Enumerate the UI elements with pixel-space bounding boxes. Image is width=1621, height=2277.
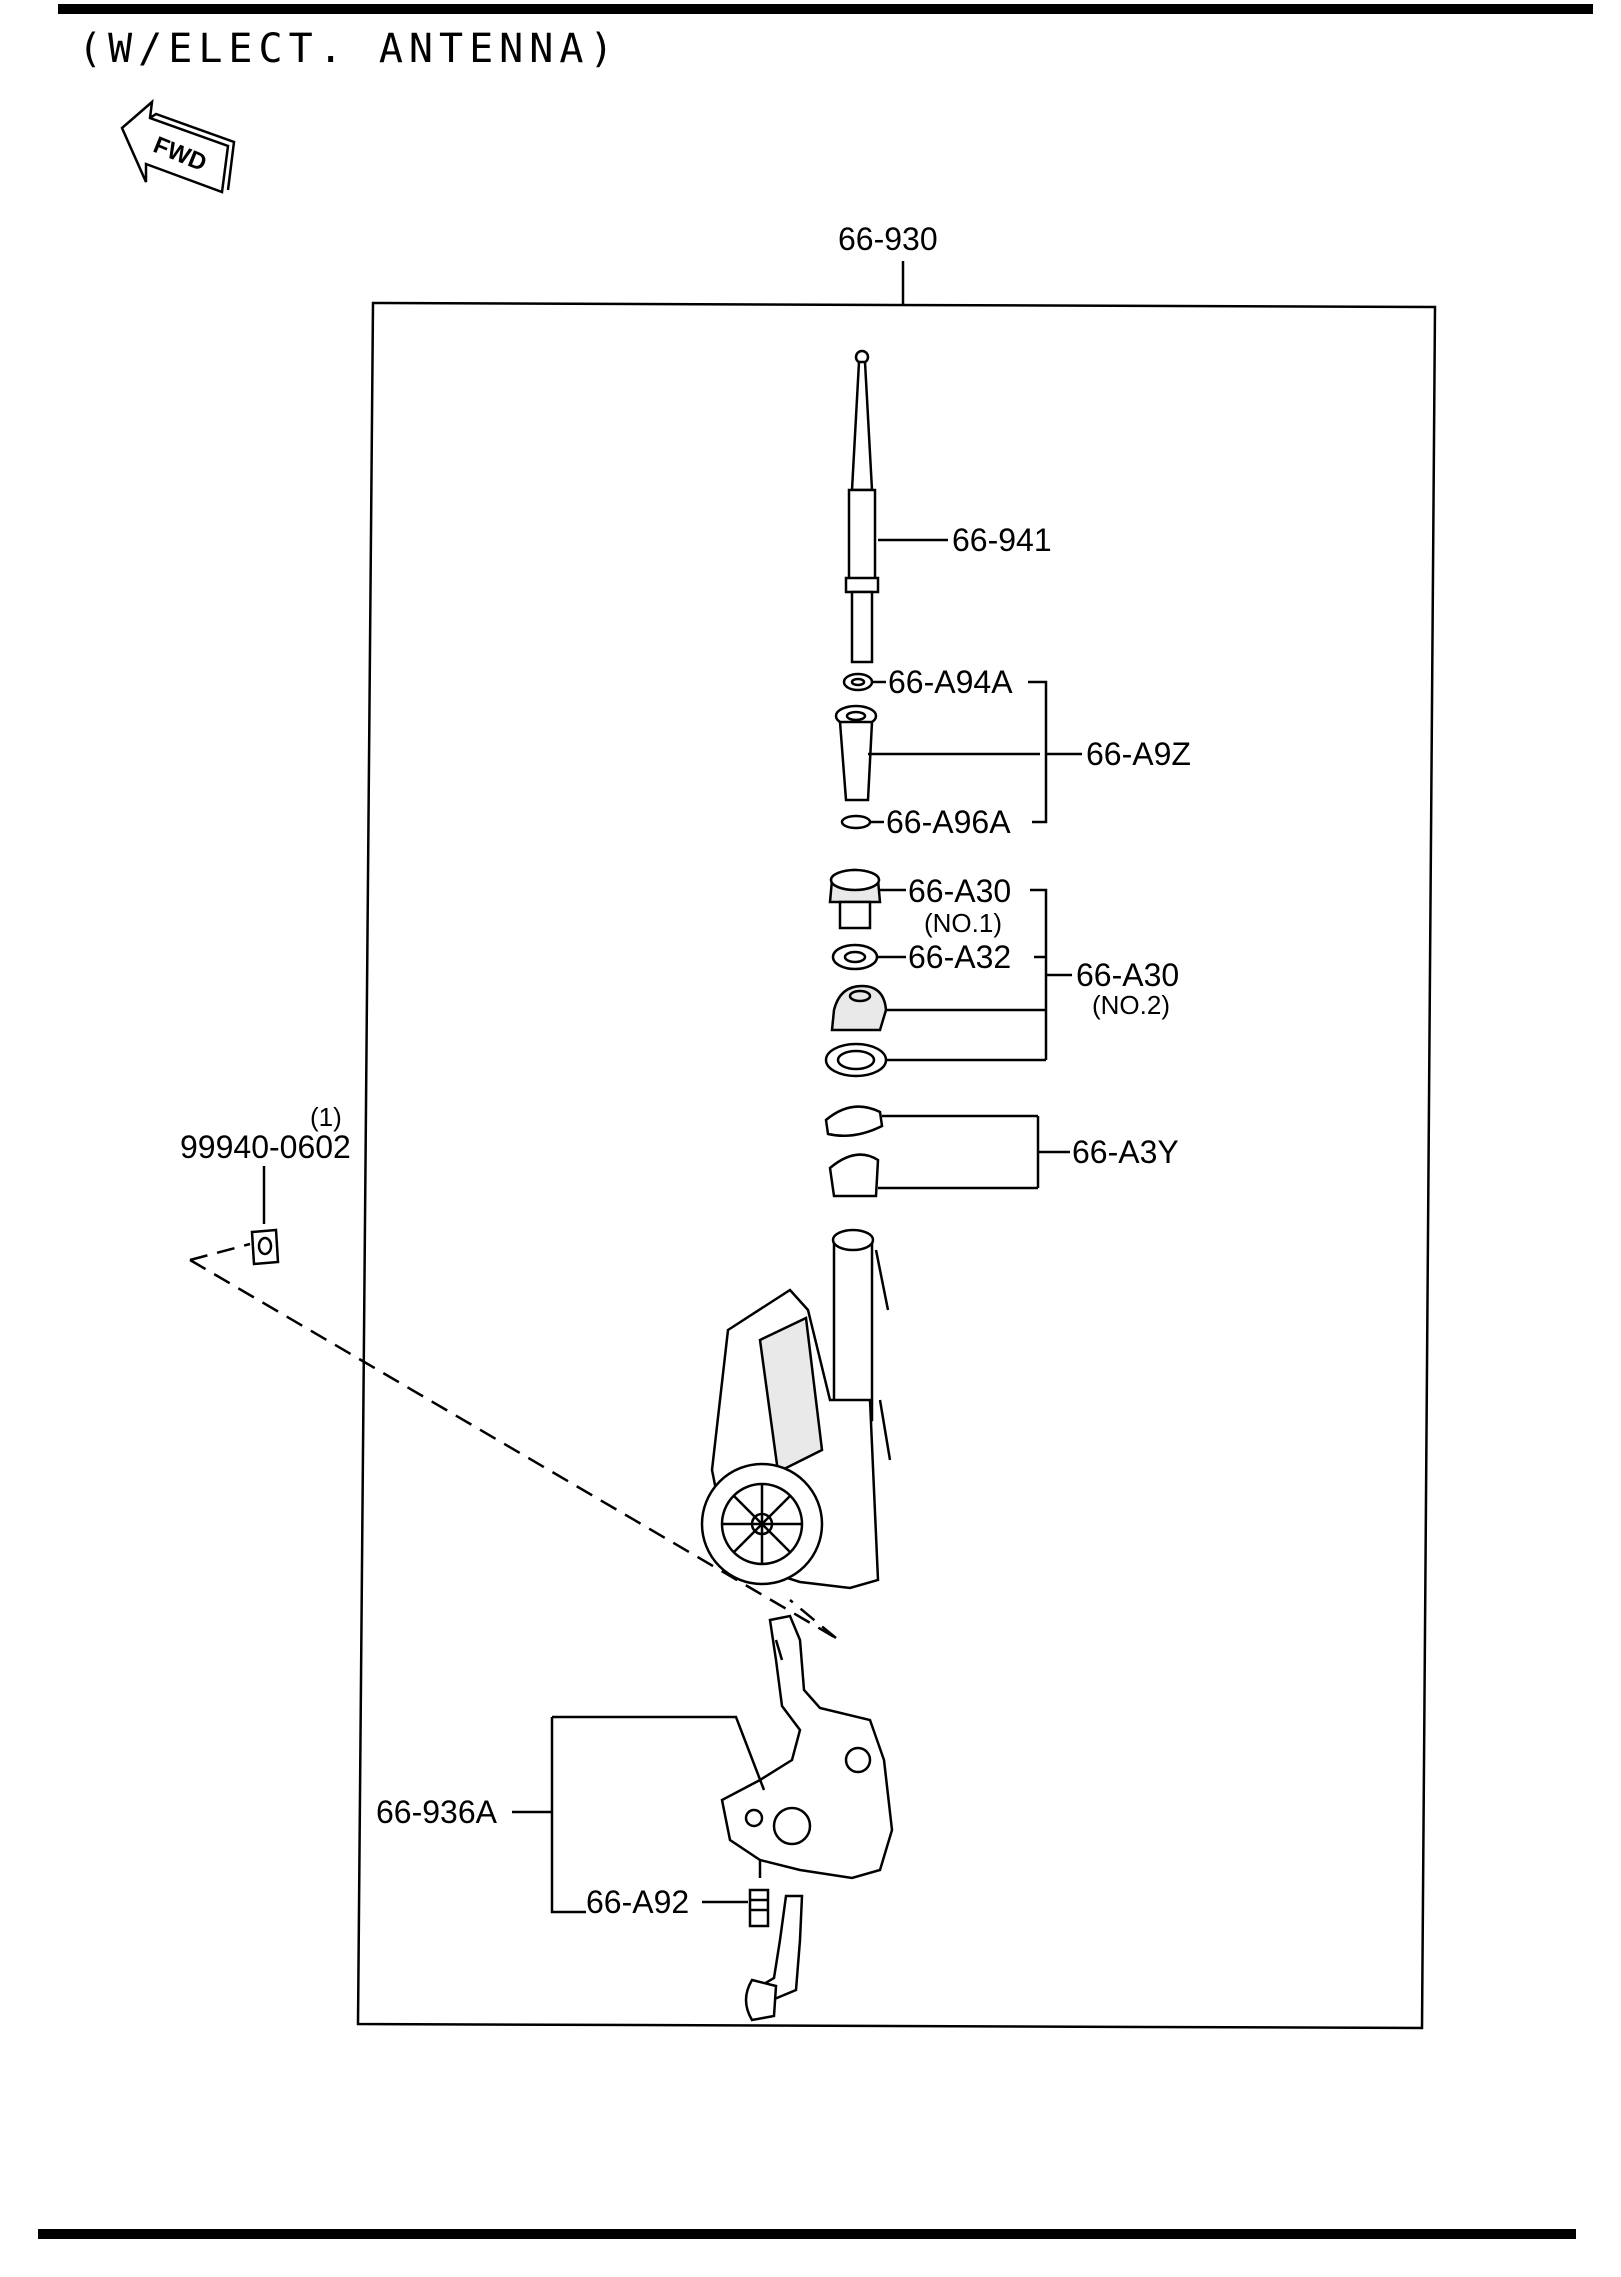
antenna-mast: 66-941 [844,349,1052,664]
label-66-a92: 66-A92 [586,1884,689,1920]
bracket-assembly: 66-936A 66-A92 [376,1614,894,2022]
label-66-930: 66-930 [838,221,938,257]
label-99940-0602: 99940-0602 [180,1129,351,1165]
label-66-a94a: 66-A94A [888,664,1013,700]
label-66-a9z: 66-A9Z [1086,736,1191,772]
label-66-a30-no1: 66-A30 [908,873,1011,909]
top-border-rule [58,4,1593,14]
cable-lead [874,1249,892,1461]
label-66-936a: 66-936A [376,1794,498,1830]
label-no1: (NO.1) [924,908,1002,938]
label-no2: (NO.2) [1092,990,1170,1020]
antenna-motor-housing [700,1228,880,1590]
label-66-a30-no2: 66-A30 [1076,957,1179,993]
assembly-box: 66-930 [356,221,1437,2030]
label-66-a3y: 66-A3Y [1072,1134,1179,1170]
fwd-arrow-icon: FWD [120,98,236,194]
nut-99940-0602: (1) 99940-0602 [180,1102,837,1640]
nut-group-a30: 66-A30 (NO.1) 66-A32 66-A30 (NO.2) [824,868,1179,1078]
label-66-a32: 66-A32 [908,939,1011,975]
label-qty-1: (1) [310,1102,342,1132]
bottom-border-rule [38,2229,1576,2239]
label-66-941: 66-941 [952,522,1052,558]
holder-group-a9z: 66-A94A 66-A96A 66-A9Z [834,664,1191,840]
page-title: (W/ELECT. ANTENNA) [78,26,619,72]
label-66-a96a: 66-A96A [886,804,1011,840]
grommet-group-a3y: 66-A3Y [824,1105,1179,1198]
